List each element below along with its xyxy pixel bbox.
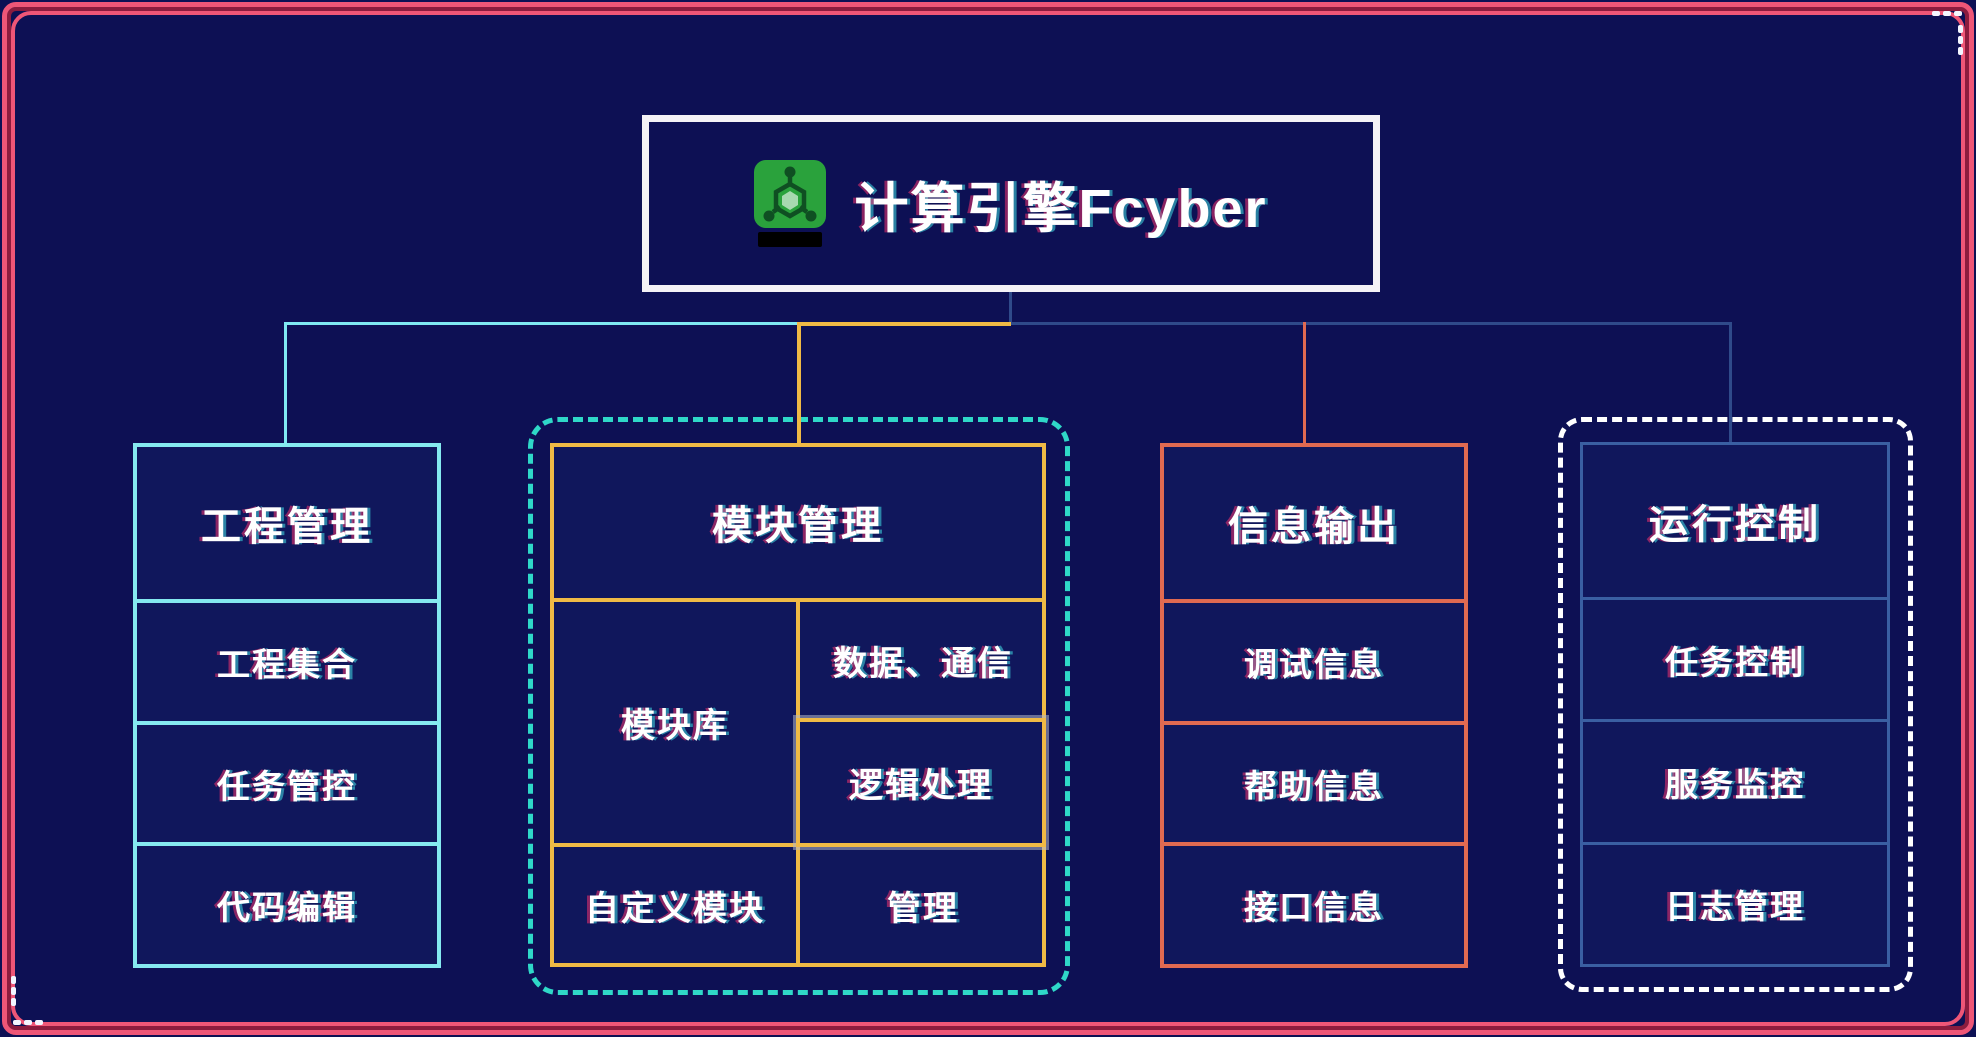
node-service-monitor[interactable]: 服务监控 <box>1583 719 1887 841</box>
connector-drop-run <box>1729 322 1732 442</box>
run-dashed-frame <box>1558 417 1913 992</box>
connector-root-stub <box>1009 292 1012 324</box>
node-custom-module[interactable]: 自定义模块 <box>585 889 765 928</box>
branch-project-header[interactable]: 工程管理 <box>201 505 373 549</box>
corner-dot <box>1958 36 1963 44</box>
logo-shadow-bar <box>758 232 823 247</box>
node-interface-info[interactable]: 接口信息 <box>1164 842 1464 964</box>
node-help-info[interactable]: 帮助信息 <box>1164 720 1464 843</box>
branch-info: 信息输出 调试信息 帮助信息 接口信息 <box>1160 443 1468 968</box>
corner-dot <box>13 1020 21 1025</box>
root-title: 计算引擎Fcyber <box>854 179 1268 239</box>
node-log-manage[interactable]: 日志管理 <box>1583 841 1887 964</box>
node-data-communication[interactable]: 数据、通信 <box>833 644 1013 683</box>
corner-dot <box>1954 11 1962 16</box>
corner-dot <box>1943 11 1951 16</box>
node-code-editing[interactable]: 代码编辑 <box>137 842 437 964</box>
branch-info-header[interactable]: 信息输出 <box>1228 505 1400 549</box>
engine-logo <box>754 160 827 247</box>
node-module-manage[interactable]: 管理 <box>887 889 959 928</box>
corner-dot <box>11 987 16 995</box>
node-task-control[interactable]: 任务控制 <box>1583 597 1887 719</box>
connector-bus-yellow <box>797 322 1011 326</box>
node-project-collection[interactable]: 工程集合 <box>137 599 437 721</box>
corner-dot <box>1932 11 1940 16</box>
branch-module-header[interactable]: 模块管理 <box>712 503 884 548</box>
branch-project: 工程管理 工程集合 任务管控 代码编辑 <box>133 443 441 968</box>
root-node[interactable]: 计算引擎Fcyber <box>642 115 1380 292</box>
corner-dot <box>11 998 16 1006</box>
connector-bus-cyan <box>286 322 800 325</box>
molecule-icon <box>754 160 827 228</box>
branch-run-header[interactable]: 运行控制 <box>1649 503 1821 547</box>
corner-dot <box>11 976 16 984</box>
connector-bus-navy <box>1011 322 1731 325</box>
connector-drop-module <box>797 322 801 443</box>
branch-run: 运行控制 任务控制 服务监控 日志管理 <box>1580 442 1890 967</box>
connector-drop-project <box>284 322 287 443</box>
node-debug-info[interactable]: 调试信息 <box>1164 599 1464 721</box>
node-task-management[interactable]: 任务管控 <box>137 720 437 843</box>
corner-dot <box>1958 47 1963 55</box>
corner-dot <box>35 1020 43 1025</box>
corner-dot <box>24 1020 32 1025</box>
node-logic-processing[interactable]: 逻辑处理 <box>796 718 1046 847</box>
connector-drop-info <box>1303 322 1306 443</box>
corner-dot <box>1958 25 1963 33</box>
node-module-library[interactable]: 模块库 <box>621 707 729 745</box>
